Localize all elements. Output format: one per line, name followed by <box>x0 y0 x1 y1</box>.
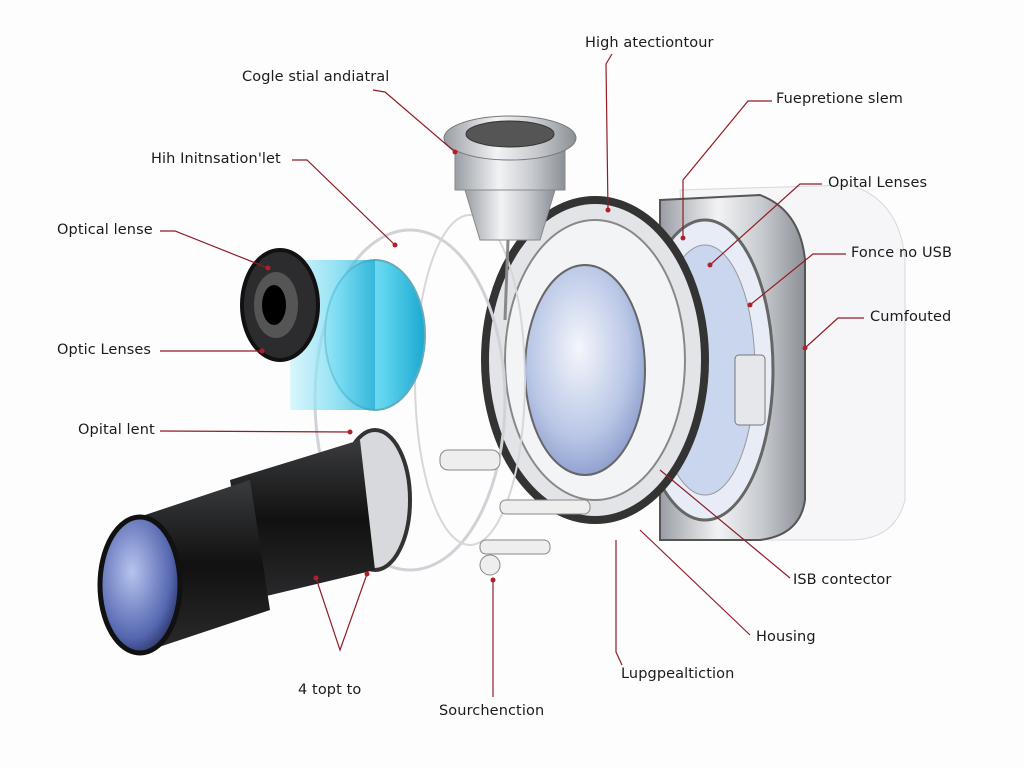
cyan-lens-assembly <box>240 248 426 411</box>
label-opital-lenses: Opital Lenses <box>828 175 928 191</box>
black-lens-barrel <box>97 428 412 656</box>
label-fuepretione-slem: Fuepretione slem <box>776 91 903 107</box>
top-eyepiece <box>443 115 577 321</box>
label-lupgpealtiction: Lupgpealtiction <box>621 666 735 682</box>
leader-dots <box>259 149 808 583</box>
label-housing: Housing <box>756 629 816 645</box>
label-sourchenction: Sourchenction <box>439 703 545 719</box>
label-optical-lense: Optical lense <box>57 222 153 238</box>
central-ring <box>481 196 709 524</box>
label-isb-contector: ISB contector <box>793 572 892 588</box>
label-high-atectiontour: High atectiontour <box>585 35 714 51</box>
gear-parts <box>439 449 591 576</box>
leader-lines <box>159 53 864 697</box>
label-cumfouted: Cumfouted <box>870 309 952 325</box>
label-opital-lent: Opital lent <box>78 422 155 438</box>
label-4-topt-to: 4 topt to <box>298 682 362 698</box>
label-hih-initnsation: Hih Initnsation'let <box>151 151 281 167</box>
label-cogle-stial: Cogle stial andiatral <box>242 69 390 85</box>
label-optic-lenses: Optic Lenses <box>57 342 152 358</box>
label-fonce-no-usb: Fonce no USB <box>851 245 953 261</box>
